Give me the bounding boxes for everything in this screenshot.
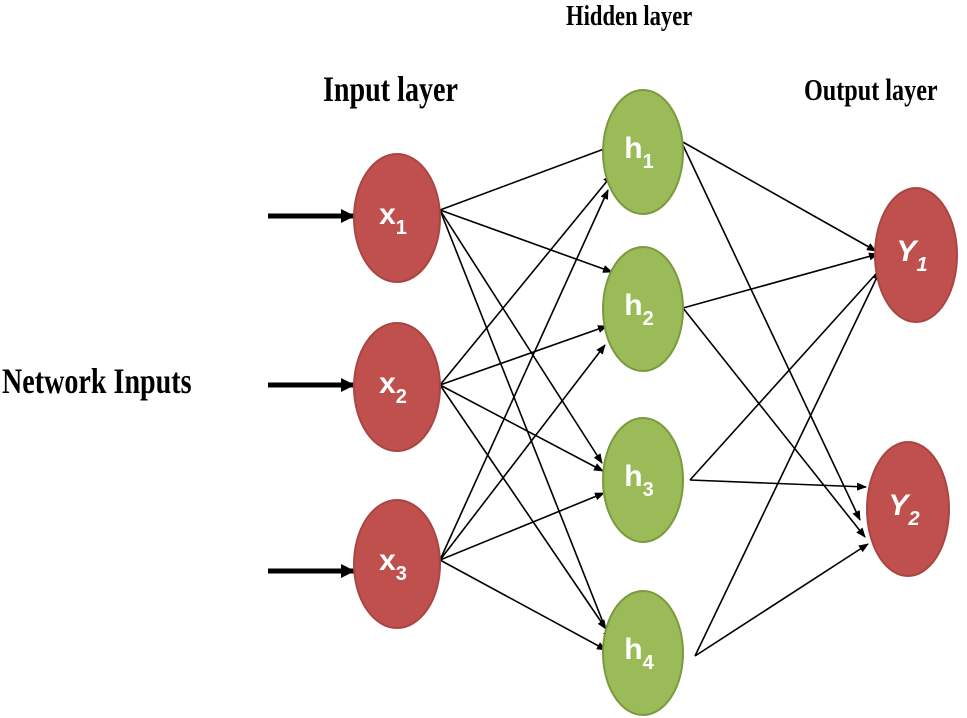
edge-x2-h4: [439, 384, 607, 630]
output-node-circle: [866, 441, 950, 577]
input-node-circle: [353, 499, 441, 629]
output-layer-label: Output layer: [804, 72, 938, 107]
input-node-x1: x1: [353, 153, 441, 283]
input-node-label: x3: [379, 544, 407, 585]
output-node-Y2: Y2: [866, 441, 950, 577]
input-layer-label: Input layer: [323, 69, 458, 109]
hidden-node-h2: h2: [602, 246, 684, 372]
edge-x3-h2: [439, 344, 606, 561]
edge-h2-Y1: [682, 252, 879, 309]
edge-x1-h3: [439, 209, 603, 464]
hidden-node-h4: h4: [602, 590, 684, 716]
network-inputs-label: Network Inputs: [2, 361, 192, 401]
hidden-node-circle: [602, 417, 684, 543]
edge-x1-h1: [439, 145, 613, 211]
output-node-circle: [874, 187, 958, 323]
input-node-x2: x2: [353, 322, 441, 452]
hidden-node-label: h1: [624, 132, 653, 173]
edge-x3-h1: [439, 189, 609, 561]
edge-x3-h4: [439, 559, 607, 651]
hidden-node-circle: [602, 246, 684, 372]
hidden-node-circle: [602, 89, 684, 215]
output-node-Y1: Y1: [874, 187, 958, 323]
hidden-node-label: h3: [624, 460, 653, 501]
connections: [268, 140, 885, 657]
hidden-node-circle: [602, 590, 684, 716]
input-node-circle: [353, 153, 441, 283]
hidden-node-label: h2: [624, 289, 653, 330]
input-node-circle: [353, 322, 441, 452]
edge-x3-h3: [439, 492, 605, 561]
edge-h4-Y2: [694, 543, 869, 657]
edge-h3-Y1: [689, 264, 885, 481]
edge-x2-h3: [439, 384, 604, 472]
edge-h4-Y1: [694, 270, 881, 657]
edge-x1-h2: [439, 209, 613, 273]
edge-x2-h2: [439, 325, 608, 386]
hidden-node-label: h4: [624, 633, 654, 674]
edge-x2-h1: [439, 174, 613, 386]
hidden-layer-label: Hidden layer: [566, 0, 693, 32]
edge-x1-h4: [439, 209, 611, 641]
output-node-label: Y2: [888, 489, 919, 530]
input-node-label: x2: [379, 367, 407, 408]
edge-h2-Y2: [682, 307, 866, 538]
hidden-node-h3: h3: [602, 417, 684, 543]
input-node-label: x1: [379, 198, 407, 239]
output-node-label: Y1: [896, 235, 927, 276]
edge-h1-Y1: [680, 140, 877, 252]
edge-h1-Y2: [680, 140, 861, 521]
hidden-node-h1: h1: [602, 89, 684, 215]
input-node-x3: x3: [353, 499, 441, 629]
